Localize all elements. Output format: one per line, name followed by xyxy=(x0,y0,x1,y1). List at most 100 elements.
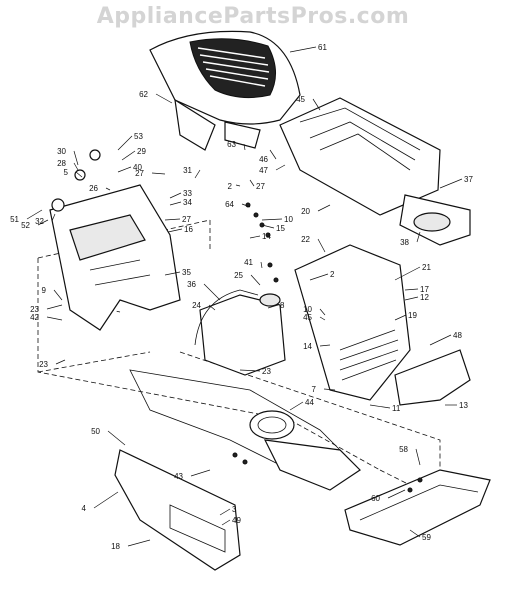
callout-leader-line xyxy=(164,271,181,276)
part-callout-50: 50 xyxy=(91,427,100,436)
callout-leader-line xyxy=(250,274,261,286)
part-callout-14: 14 xyxy=(303,342,312,351)
part-callout-27: 27 xyxy=(182,215,191,224)
callout-leader-line xyxy=(194,169,201,179)
part-callout-52: 52 xyxy=(21,221,30,230)
callout-leader-line xyxy=(404,288,419,291)
callout-leader-line xyxy=(93,491,119,509)
callout-leader-line xyxy=(51,213,56,222)
callout-leader-line xyxy=(37,219,49,226)
part-callout-21: 21 xyxy=(422,263,431,272)
callout-leader-line xyxy=(319,316,326,321)
callout-leader-line xyxy=(127,539,151,547)
callout-leader-line xyxy=(267,304,279,309)
callout-leader-line xyxy=(241,203,251,208)
part-callout-51: 51 xyxy=(10,215,19,224)
callout-leader-line xyxy=(208,304,216,311)
callout-leader-line xyxy=(235,184,241,187)
callout-leader-line xyxy=(169,201,182,206)
callout-leader-line xyxy=(164,218,181,221)
part-callout-44: 44 xyxy=(305,398,314,407)
fuel-tank xyxy=(194,289,286,376)
part-callout-58: 58 xyxy=(399,445,408,454)
callout-leader-line xyxy=(394,266,421,281)
part-callout-46: 46 xyxy=(259,155,268,164)
part-callout-28: 28 xyxy=(57,159,66,168)
callout-leader-line xyxy=(190,469,211,477)
part-callout-37: 37 xyxy=(464,175,473,184)
callout-leader-line xyxy=(73,150,79,166)
callout-leader-line xyxy=(46,316,63,321)
callout-leader-line xyxy=(219,508,231,516)
part-callout-5: 5 xyxy=(64,168,69,177)
part-callout-33: 33 xyxy=(183,189,192,198)
callout-leader-line xyxy=(261,218,283,221)
part-callout-23: 23 xyxy=(262,367,271,376)
callout-leader-line xyxy=(26,209,43,220)
callout-leader-line xyxy=(317,204,331,212)
callout-leader-line xyxy=(312,98,321,111)
part-callout-40: 40 xyxy=(133,163,142,172)
part-callout-2: 2 xyxy=(228,182,233,191)
callout-leader-line xyxy=(239,369,261,372)
part-callout-9: 9 xyxy=(42,286,47,295)
part-callout-60: 60 xyxy=(371,494,380,503)
callout-leader-line xyxy=(249,235,261,239)
part-callout-38: 38 xyxy=(400,238,409,247)
part-callout-19: 19 xyxy=(408,311,417,320)
callout-leader-line xyxy=(289,401,304,411)
callout-leader-line xyxy=(203,283,221,301)
part-callout-24: 24 xyxy=(192,301,201,310)
part-callout-31: 31 xyxy=(183,166,192,175)
callout-leader-line xyxy=(404,296,419,301)
lower-fender xyxy=(114,449,241,571)
part-callout-27: 27 xyxy=(135,169,144,178)
hood-top xyxy=(149,30,301,151)
callout-leader-line xyxy=(117,166,132,173)
part-callout-32: 32 xyxy=(35,217,44,226)
part-callout-16: 16 xyxy=(184,225,193,234)
callout-leader-line xyxy=(167,228,183,233)
callout-leader-line xyxy=(369,404,391,409)
callout-leader-line xyxy=(151,172,166,175)
part-callout-45: 45 xyxy=(296,95,305,104)
callout-leader-line xyxy=(409,529,421,538)
part-callout-23: 23 xyxy=(39,360,48,369)
dash-panel xyxy=(279,97,471,246)
callout-leader-line xyxy=(55,359,66,365)
callout-leader-line xyxy=(53,289,63,301)
part-callout-17: 17 xyxy=(420,285,429,294)
callout-leader-line xyxy=(107,430,126,446)
part-callout-2: 2 xyxy=(330,270,335,279)
part-callout-20: 20 xyxy=(301,207,310,216)
part-callout-34: 34 xyxy=(183,198,192,207)
callout-leader-line xyxy=(260,261,263,269)
part-callout-14: 14 xyxy=(262,232,271,241)
part-callout-26: 26 xyxy=(89,184,98,193)
part-callout-18: 18 xyxy=(111,542,120,551)
callout-leader-line xyxy=(249,179,255,187)
part-callout-45: 45 xyxy=(303,313,312,322)
callout-leader-line xyxy=(275,164,286,171)
callout-leader-line xyxy=(319,308,326,316)
part-callout-4: 4 xyxy=(82,504,87,513)
rear-panel xyxy=(49,149,181,331)
part-callout-10: 10 xyxy=(303,305,312,314)
part-callout-15: 15 xyxy=(276,224,285,233)
callout-leader-line xyxy=(289,46,317,53)
part-callout-23: 23 xyxy=(30,305,39,314)
part-callout-35: 35 xyxy=(182,268,191,277)
part-callout-22: 22 xyxy=(301,235,310,244)
callout-leader-line xyxy=(261,224,275,229)
callout-leader-line xyxy=(429,334,452,346)
part-callout-29: 29 xyxy=(137,147,146,156)
part-callout-63: 63 xyxy=(227,140,236,149)
callout-leader-line xyxy=(317,238,326,253)
callout-leader-line xyxy=(155,93,173,104)
part-callout-61: 61 xyxy=(318,43,327,52)
part-callout-49: 49 xyxy=(232,516,241,525)
callout-leader-line xyxy=(319,344,331,347)
front-grille xyxy=(294,244,471,406)
